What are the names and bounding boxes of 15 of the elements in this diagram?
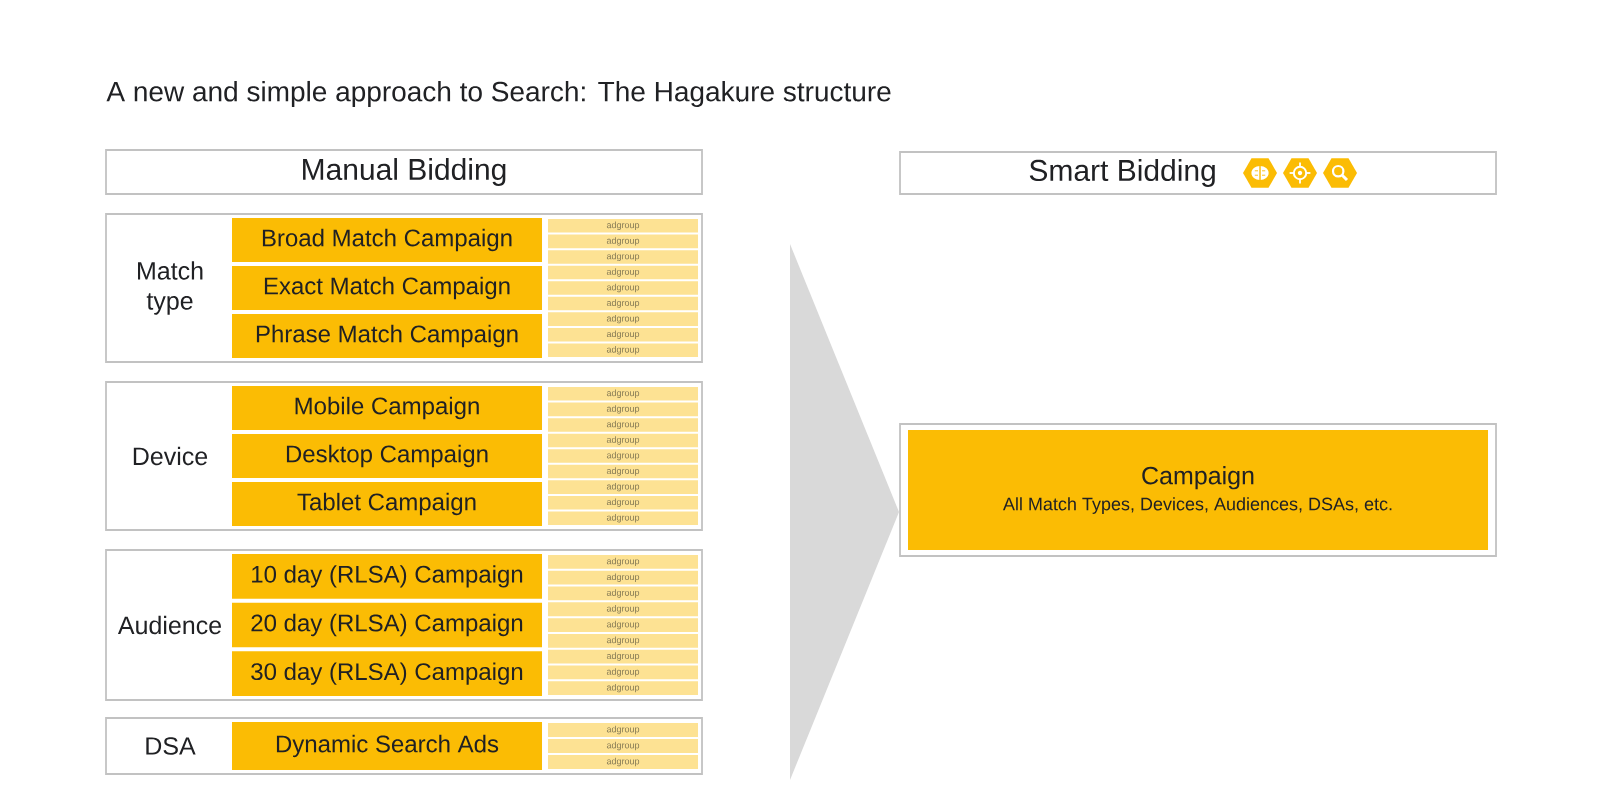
- campaign-box: 10 day (RLSA) Campaign: [232, 554, 542, 599]
- campaign-box: 30 day (RLSA) Campaign: [232, 651, 542, 696]
- campaign-box: Desktop Campaign: [232, 434, 542, 478]
- campaign-box: Tablet Campaign: [232, 482, 542, 526]
- campaign-box: Mobile Campaign: [232, 386, 542, 430]
- header-box: Manual Bidding: [105, 149, 703, 195]
- campaign-box: Phrase Match Campaign: [232, 314, 542, 358]
- campaign-box: Exact Match Campaign: [232, 266, 542, 310]
- campaign-box: Campaign All Match Types, Devices, Audiences, DSAs, etc.: [908, 430, 1488, 550]
- campaign-box: Broad Match Campaign: [232, 218, 542, 262]
- header-box: Smart Bidding: [899, 151, 1497, 195]
- campaign-box: 20 day (RLSA) Campaign: [232, 602, 542, 648]
- title: A new and simple approach to Search: The Hagakure structure: [106, 80, 891, 108]
- chevron-arrow: [790, 244, 899, 780]
- campaign-box: Dynamic Search Ads: [232, 722, 542, 770]
